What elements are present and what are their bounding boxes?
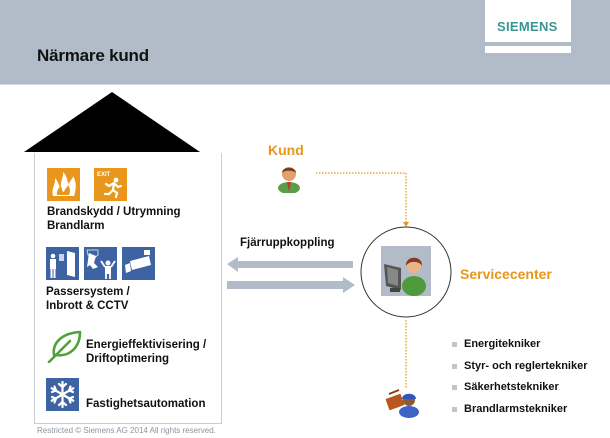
fire-icon: [47, 168, 80, 201]
section-energy-label: Energieffektivisering / Driftoptimering: [86, 338, 206, 366]
section-security-line1: Passersystem /: [46, 286, 130, 298]
svg-text:EXIT: EXIT: [97, 172, 111, 178]
siemens-logo: SIEMENS: [497, 19, 558, 34]
logo-box: [485, 0, 571, 42]
remote-arrow-right: [227, 277, 355, 293]
leaf-icon: [47, 330, 82, 363]
section-automation-label: Fastighetsautomation: [86, 397, 205, 411]
section-fire-label: Brandskydd / Utrymning Brandlarm: [47, 205, 181, 233]
list-item-label: Brandlarmstekniker: [464, 402, 568, 415]
footer-copyright: Restricted © Siemens AG 2014 All rights …: [37, 426, 216, 435]
burglar-icon: [84, 247, 117, 280]
list-item: Energitekniker: [452, 338, 588, 360]
bullet-icon: [452, 363, 457, 369]
kund-connector-arrowhead: [403, 222, 409, 227]
bullet-icon: [452, 385, 457, 390]
list-item-label: Styr- och reglertekniker: [464, 359, 588, 372]
page-title: Närmare kund: [37, 46, 149, 65]
section-automation-line1: Fastighetsautomation: [86, 398, 206, 410]
operator-computer-icon: [381, 246, 431, 296]
list-item: Säkerhetstekniker: [452, 381, 588, 403]
section-energy-line2: Driftoptimering: [86, 353, 170, 365]
list-item-label: Säkerhetstekniker: [464, 381, 559, 393]
bullet-icon: [452, 406, 457, 412]
section-security-label: Passersystem / Inbrott & CCTV: [46, 285, 130, 313]
customer-person-icon: [278, 167, 300, 193]
cctv-camera-icon: [122, 247, 155, 280]
section-security-line2: Inbrott & CCTV: [46, 300, 129, 312]
list-item: Brandlarmstekniker: [452, 403, 588, 425]
technician-list: Energitekniker Styr- och reglertekniker …: [452, 338, 588, 424]
section-fire-line1: Brandskydd / Utrymning: [47, 206, 181, 218]
list-item: Styr- och reglertekniker: [452, 360, 588, 382]
kund-label: Kund: [268, 142, 304, 158]
remote-arrow-left: [227, 257, 353, 272]
house-roof: [24, 92, 200, 152]
logo-strip: [485, 46, 571, 53]
remote-connection-label: Fjärruppkoppling: [240, 237, 335, 249]
list-item-label: Energitekniker: [464, 338, 541, 350]
snowflake-icon: [46, 378, 79, 411]
section-fire-line2: Brandlarm: [47, 220, 105, 232]
exit-running-man-icon: EXIT: [94, 168, 127, 201]
technician-icon: [385, 389, 419, 418]
servicecenter-label: Servicecenter: [460, 266, 552, 282]
section-energy-line1: Energieffektivisering /: [86, 339, 207, 351]
bullet-icon: [452, 342, 457, 347]
kund-connector-line: [316, 172, 407, 223]
access-control-door-icon: [46, 247, 79, 280]
